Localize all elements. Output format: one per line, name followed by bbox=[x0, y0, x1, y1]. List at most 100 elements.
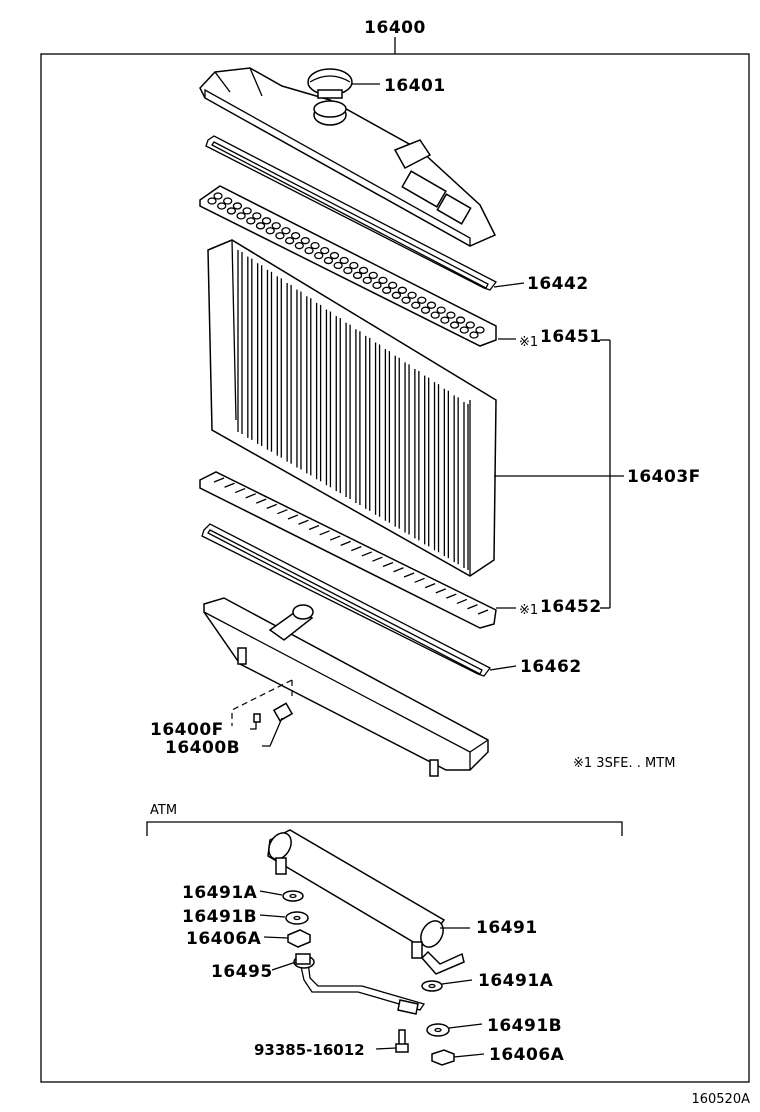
header-slot bbox=[213, 477, 225, 483]
header-hole bbox=[440, 316, 450, 324]
gasket-upper-leader bbox=[493, 282, 525, 288]
assembly-number: 16400 bbox=[364, 18, 426, 38]
header-hole bbox=[368, 271, 378, 280]
upper-tank-note: ※1 bbox=[519, 335, 538, 350]
bolt-label: 93385-16012 bbox=[254, 1041, 365, 1059]
header-slot bbox=[446, 593, 457, 599]
header-hole bbox=[320, 246, 330, 255]
header-slot bbox=[435, 588, 447, 594]
drain-plug-part[interactable] bbox=[272, 702, 294, 722]
washer-a-right-part[interactable] bbox=[421, 980, 443, 992]
bolt-leader bbox=[375, 1047, 397, 1050]
header-slot bbox=[414, 577, 425, 583]
header-slot bbox=[266, 503, 278, 510]
oil-pipe[interactable] bbox=[293, 953, 426, 1015]
header-hole bbox=[236, 212, 246, 220]
header-slot bbox=[319, 530, 330, 536]
header-hole bbox=[469, 331, 479, 339]
header-hole bbox=[252, 212, 262, 220]
header-hole bbox=[382, 286, 392, 294]
header-slot bbox=[467, 604, 478, 610]
header-hole bbox=[430, 311, 440, 319]
header-hole bbox=[343, 266, 353, 275]
header-hole bbox=[475, 326, 485, 334]
cooler-label: 16491 bbox=[476, 918, 538, 938]
nut-right-part[interactable] bbox=[431, 1049, 455, 1066]
header-hole bbox=[329, 251, 340, 260]
nut-left-part[interactable] bbox=[287, 929, 311, 948]
oil-cooler[interactable] bbox=[264, 829, 465, 975]
drain-cock-leader bbox=[250, 722, 257, 730]
pipe-label: 16495 bbox=[211, 962, 273, 982]
header-slot bbox=[234, 487, 246, 494]
header-hole bbox=[323, 256, 334, 265]
nut-right-leader bbox=[453, 1053, 485, 1058]
washer-b-right-part[interactable] bbox=[426, 1023, 450, 1037]
header-hole bbox=[362, 276, 372, 285]
gasket-lower-leader bbox=[489, 665, 517, 671]
header-hole bbox=[388, 281, 398, 289]
header-hole bbox=[275, 232, 285, 240]
upper-tank[interactable] bbox=[199, 67, 497, 247]
header-slot bbox=[477, 609, 489, 615]
upper-header[interactable] bbox=[199, 185, 497, 347]
header-hole bbox=[294, 242, 304, 250]
header-hole bbox=[232, 202, 243, 210]
drain-dashed-link bbox=[231, 679, 293, 726]
header-slot bbox=[340, 540, 351, 546]
header-hole bbox=[213, 192, 223, 200]
header-slot bbox=[351, 546, 362, 552]
header-slot bbox=[393, 567, 404, 573]
atm-label: ATM bbox=[150, 803, 177, 818]
header-slot bbox=[255, 498, 267, 504]
header-hole bbox=[407, 291, 417, 299]
header-hole bbox=[455, 316, 466, 324]
header-hole bbox=[417, 296, 427, 304]
washer-a-left-part[interactable] bbox=[282, 890, 304, 902]
lower-tank[interactable] bbox=[203, 597, 489, 777]
header-hole bbox=[290, 232, 301, 240]
header-hole bbox=[411, 301, 421, 309]
washer-b-left-part[interactable] bbox=[285, 911, 309, 925]
header-hole bbox=[242, 207, 252, 215]
bolt-part[interactable] bbox=[395, 1029, 409, 1053]
header-slot bbox=[424, 582, 436, 589]
nut-right-label: 16406A bbox=[489, 1045, 565, 1065]
header-slot bbox=[287, 514, 299, 520]
header-hole bbox=[349, 261, 359, 270]
header-hole bbox=[217, 202, 227, 210]
header-hole bbox=[446, 311, 456, 319]
lower-gasket[interactable] bbox=[201, 523, 491, 677]
drain-cock-part[interactable] bbox=[253, 713, 261, 723]
header-hole bbox=[391, 291, 402, 299]
header-hole bbox=[449, 321, 460, 329]
header-hole bbox=[426, 301, 437, 309]
header-hole bbox=[314, 251, 324, 260]
upper-gasket[interactable] bbox=[205, 135, 497, 291]
header-hole bbox=[284, 237, 295, 245]
gasket-upper-label: 16442 bbox=[527, 274, 589, 294]
header-hole bbox=[304, 246, 314, 255]
header-hole bbox=[397, 286, 408, 294]
header-slot bbox=[298, 519, 309, 525]
header-hole bbox=[300, 237, 310, 245]
atm-bracket bbox=[146, 821, 623, 836]
nut-left-label: 16406A bbox=[186, 929, 262, 949]
header-hole bbox=[271, 222, 281, 230]
header-hole bbox=[255, 222, 266, 230]
radiator-cap[interactable] bbox=[307, 68, 353, 99]
header-hole bbox=[207, 197, 217, 205]
radiator-core[interactable] bbox=[207, 239, 497, 577]
washer-a-right-label: 16491A bbox=[478, 971, 554, 991]
lower-header[interactable] bbox=[199, 471, 497, 629]
header-hole bbox=[358, 266, 369, 275]
washer-b-left-label: 16491B bbox=[182, 907, 257, 927]
header-hole bbox=[281, 227, 291, 235]
upper-tank-label: 16451 bbox=[540, 327, 602, 347]
washer-b-right-label: 16491B bbox=[487, 1016, 562, 1036]
header-hole bbox=[223, 197, 233, 205]
footnote: ※1 3SFE. . MTM bbox=[573, 756, 675, 771]
washer-b-right-leader bbox=[448, 1023, 483, 1029]
header-hole bbox=[352, 271, 363, 280]
